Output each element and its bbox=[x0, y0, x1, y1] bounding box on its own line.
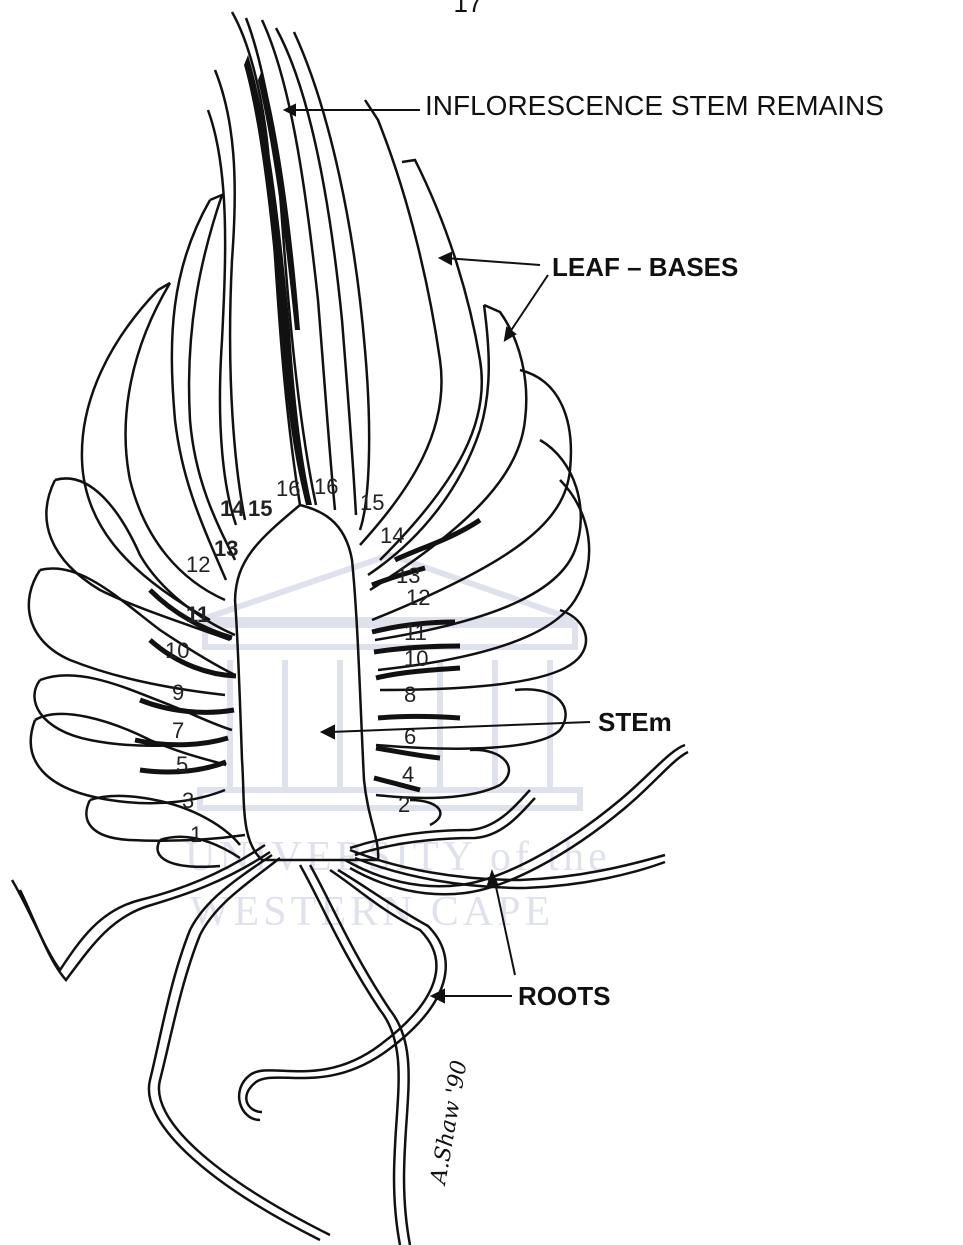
leaf-number-7-left: 7 bbox=[172, 718, 184, 743]
inflorescence-stem-remains bbox=[208, 12, 369, 530]
page-number: 17 bbox=[454, 0, 483, 18]
label-inflorescence-stem-remains: INFLORESCENCE STEM REMAINS bbox=[425, 90, 884, 121]
label-roots: ROOTS bbox=[518, 981, 610, 1011]
left-leaf-numbers: 12 13 14 15 11 10 9 7 5 3 1 bbox=[165, 496, 272, 847]
inflorescence-arrow-head bbox=[285, 105, 295, 115]
leaf-number-12-left: 12 bbox=[186, 552, 210, 577]
leaf-number-15-right: 15 bbox=[360, 490, 384, 515]
leaf-bases-arrow-head-upper bbox=[440, 253, 451, 264]
leaf-number-15-left: 15 bbox=[248, 496, 272, 521]
leaf-number-13-left: 13 bbox=[214, 536, 238, 561]
leaf-number-4-right: 4 bbox=[402, 762, 414, 787]
inflorescence-dark-strands bbox=[244, 55, 312, 505]
leaf-number-10-right: 10 bbox=[404, 646, 428, 671]
leaf-number-8-right: 8 bbox=[404, 682, 416, 707]
label-leaf-bases: LEAF – BASES bbox=[552, 252, 738, 282]
leaf-number-3-left: 3 bbox=[182, 788, 194, 813]
leaf-number-11-left: 11 bbox=[186, 602, 209, 627]
leaf-number-10-left: 10 bbox=[165, 638, 189, 663]
label-stem: STEm bbox=[598, 707, 672, 737]
leaf-number-6-right: 6 bbox=[404, 724, 416, 749]
artist-signature: A.Shaw '90 bbox=[426, 1058, 473, 1188]
leaf-number-12-right: 12 bbox=[406, 585, 430, 610]
leaf-number-16-a: 16 bbox=[276, 476, 300, 501]
leaf-number-1-left: 1 bbox=[190, 822, 202, 847]
leaf-number-14-left: 14 bbox=[220, 496, 245, 521]
leaf-number-9-left: 9 bbox=[172, 680, 184, 705]
stem-arrow-head bbox=[322, 726, 334, 738]
roots-arrow-head-lower bbox=[432, 990, 444, 1002]
leaf-number-16-b: 16 bbox=[314, 474, 338, 499]
leaf-number-11-right: 11 bbox=[404, 620, 427, 645]
leaf-number-5-left: 5 bbox=[176, 752, 188, 777]
leaf-number-2-right: 2 bbox=[398, 792, 410, 817]
leaf-bases-pointer-lower bbox=[508, 275, 548, 335]
leaf-number-14-right: 14 bbox=[380, 523, 404, 548]
watermark-line-2: WESTERN CAPE bbox=[190, 889, 554, 935]
leaf-bases-pointer-upper bbox=[445, 258, 540, 265]
